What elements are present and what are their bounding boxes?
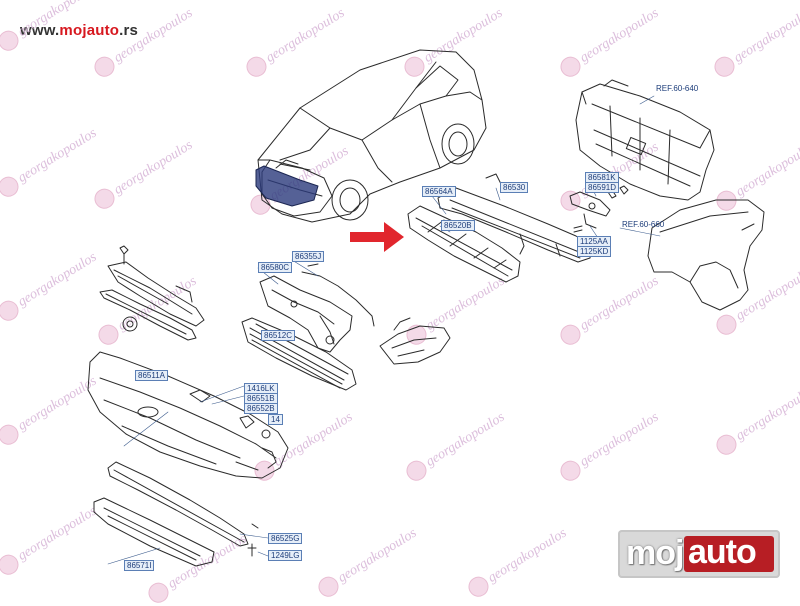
logo-text-right: auto [688, 533, 757, 571]
grille-chrome-strip [99, 245, 197, 341]
ref-label-top: REF.60-640 [656, 84, 699, 93]
front-fender [647, 199, 765, 311]
part-label-86552B: 86552B [244, 403, 278, 414]
bumper-clip [189, 389, 211, 403]
radiator-support-panel [575, 79, 715, 201]
energy-absorber [407, 205, 521, 283]
part-label-14: 14 [268, 414, 283, 425]
bumper-clip [239, 415, 255, 429]
part-label-86580C: 86580C [258, 262, 293, 273]
bumper-mounting-bracket [569, 185, 629, 233]
part-label-1249LG: 1249LG [268, 550, 303, 561]
screw-icon [247, 543, 257, 557]
logo-red-box: auto [684, 533, 774, 572]
part-label-86512C: 86512C [261, 330, 296, 341]
bumper-screw-icon [261, 429, 271, 439]
site-url: www.mojauto.rs [20, 22, 138, 39]
site-url-prefix: www. [20, 22, 60, 39]
part-label-86530: 86530 [500, 182, 529, 193]
part-label-86525G: 86525G [268, 533, 303, 544]
screw-icon [251, 523, 259, 529]
part-label-86520B: 86520B [441, 220, 475, 231]
upper-grille-trim [107, 261, 205, 327]
logo-text-left: moj [626, 534, 684, 572]
bumper-reinforcement-beam [437, 173, 593, 263]
lower-absorber [93, 497, 215, 567]
lower-trim-strip [107, 461, 249, 547]
part-label-86564A: 86564A [422, 186, 456, 197]
site-url-suffix: .rs [119, 22, 139, 39]
car-bumper-highlight [255, 165, 319, 207]
radiator-grille [241, 317, 357, 391]
red-arrow-icon [350, 222, 404, 252]
site-url-brand: mojauto [59, 22, 120, 39]
front-bumper [87, 351, 289, 479]
ref-label-fender: REF.60-660 [622, 220, 665, 229]
car-illustration [257, 49, 487, 223]
part-label-86571I: 86571I [124, 560, 155, 571]
part-label-1125KD: 1125KD [577, 246, 612, 257]
mojauto-logo: moj auto [618, 530, 780, 578]
part-label-86511A: 86511A [135, 370, 168, 381]
part-label-86355J: 86355J [292, 251, 325, 262]
part-label-86591D: 86591D [585, 182, 620, 193]
fog-lamp-bezel [379, 317, 451, 365]
